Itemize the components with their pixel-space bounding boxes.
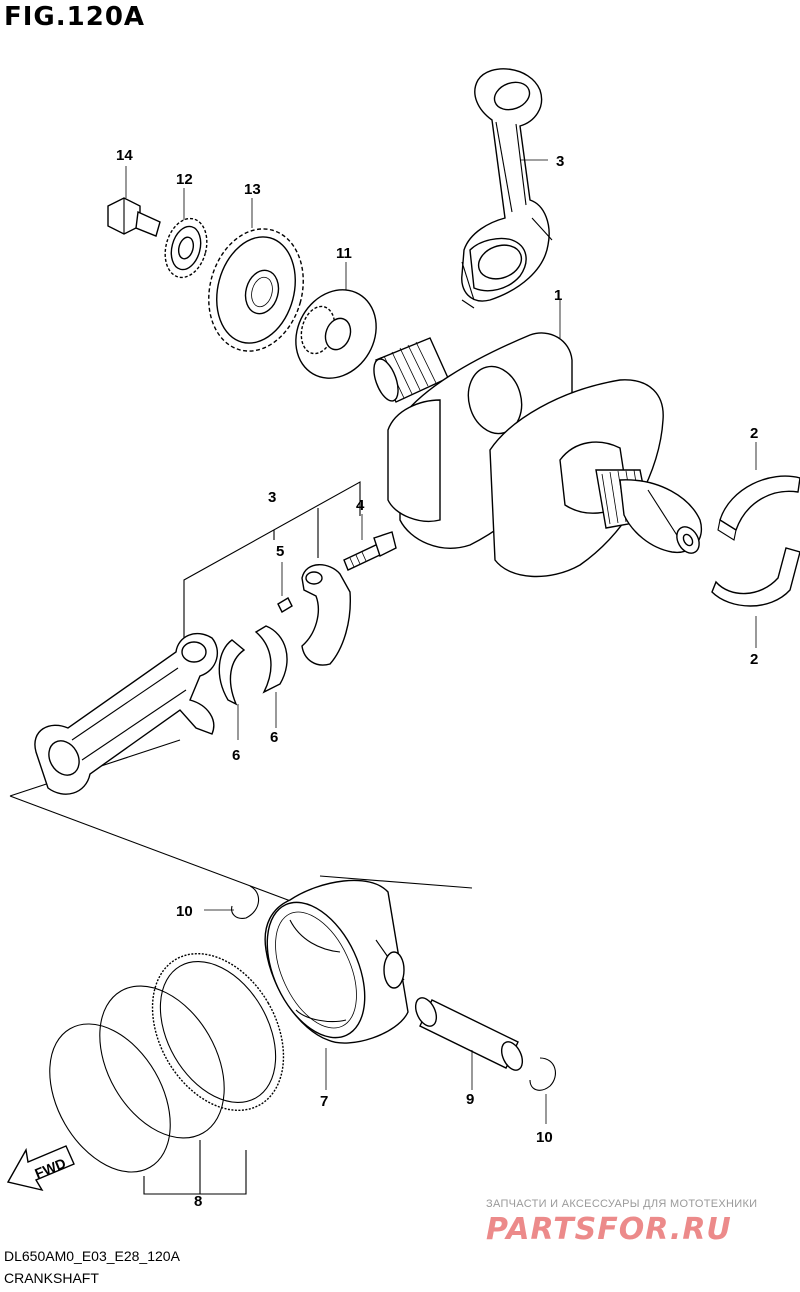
rod-bearing-6-right bbox=[254, 625, 288, 694]
rod-bolt-4 bbox=[343, 531, 397, 571]
callout-1: 1 bbox=[554, 287, 562, 304]
watermark-logo: PARTSFOR.RU bbox=[486, 1212, 732, 1247]
callout-3-lower: 3 bbox=[268, 489, 276, 506]
connecting-rod-top bbox=[461, 68, 553, 309]
washer-gear-11 bbox=[295, 289, 377, 379]
callout-5: 5 bbox=[276, 543, 284, 560]
bolt-14 bbox=[107, 197, 161, 237]
callout-11: 11 bbox=[336, 245, 352, 262]
figure-code: DL650AM0_E03_E28_120A bbox=[4, 1248, 180, 1264]
callout-12: 12 bbox=[176, 171, 193, 188]
callout-8: 8 bbox=[194, 1193, 202, 1210]
connecting-rod-lower bbox=[34, 633, 219, 795]
assembly-bracket-lines bbox=[9, 481, 473, 913]
piston-7 bbox=[264, 879, 409, 1044]
callout-4: 4 bbox=[356, 497, 365, 514]
leader-lines bbox=[125, 159, 757, 1124]
piston-pin-9 bbox=[414, 997, 524, 1071]
figure-name: CRANKSHAFT bbox=[4, 1270, 99, 1286]
callout-2-lower: 2 bbox=[750, 651, 758, 668]
callout-3-top: 3 bbox=[556, 153, 564, 170]
callout-9: 9 bbox=[466, 1091, 474, 1108]
circlip-10-lower bbox=[529, 1057, 556, 1091]
callout-numbers: 3 1 2 2 14 12 13 11 3 4 5 6 6 10 7 9 10 … bbox=[116, 147, 758, 1210]
callout-2-upper: 2 bbox=[750, 425, 758, 442]
gear-12 bbox=[164, 217, 208, 279]
crankshaft bbox=[373, 332, 703, 578]
crank-bearing-upper bbox=[717, 475, 800, 541]
callout-6-right: 6 bbox=[270, 729, 278, 746]
callout-14: 14 bbox=[116, 147, 133, 164]
rod-cap bbox=[301, 564, 352, 666]
piston-rings-8 bbox=[49, 952, 285, 1195]
callout-10-upper: 10 bbox=[176, 903, 193, 920]
circlip-10-upper bbox=[231, 885, 260, 919]
gear-13 bbox=[208, 228, 304, 352]
dowel-pin-5 bbox=[277, 597, 293, 613]
callout-13: 13 bbox=[244, 181, 261, 198]
figure-title: FIG.120A bbox=[4, 2, 146, 32]
fwd-arrow-icon: FWD bbox=[6, 1145, 75, 1192]
rod-bearing-6-left bbox=[218, 639, 246, 706]
callout-10-lower: 10 bbox=[536, 1129, 553, 1146]
crank-bearing-lower bbox=[711, 547, 800, 607]
callout-7: 7 bbox=[320, 1093, 328, 1110]
callout-6-left: 6 bbox=[232, 747, 240, 764]
watermark-tagline: ЗАПЧАСТИ И АКСЕССУАРЫ ДЛЯ МОТОТЕХНИКИ bbox=[486, 1198, 758, 1210]
